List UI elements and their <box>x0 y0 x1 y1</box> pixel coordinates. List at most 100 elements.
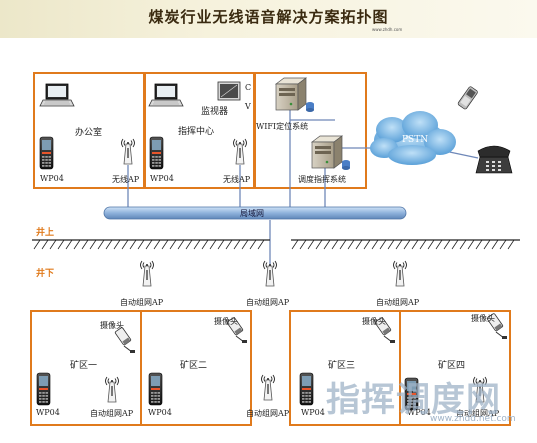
watermark-url: www.zhdd.net.com <box>430 414 516 424</box>
ground-hatch <box>41 239 49 250</box>
mine3-camera-label: 摄像头 <box>362 317 386 326</box>
ground-hatch <box>225 239 233 250</box>
ground-hatch <box>395 239 403 250</box>
mine1-label: 矿区一 <box>70 361 98 371</box>
mine2-camera-label: 摄像头 <box>214 317 238 326</box>
mine1-phone-icon <box>36 372 51 406</box>
office-label: 办公室 <box>75 128 103 138</box>
mine1-phone-model: WP04 <box>36 408 60 417</box>
desk-telephone-icon <box>475 145 513 174</box>
ground-hatch <box>97 239 105 250</box>
ground-hatch <box>427 239 435 250</box>
ground-hatch <box>105 239 113 250</box>
ground-hatch <box>33 239 41 250</box>
mine4-label: 矿区四 <box>438 361 466 371</box>
ground-hatch <box>257 239 265 250</box>
watermark-text: 指挥调度网 <box>326 380 501 420</box>
mine1-ap-label: 自动组网AP <box>90 409 134 418</box>
office-ap-label: 无线AP <box>112 175 140 184</box>
below-ground-label: 井下 <box>36 269 55 279</box>
monitor-label: 监视器 <box>201 107 229 117</box>
ground-hatch <box>137 239 145 250</box>
mine1-camera-icon <box>114 326 136 354</box>
auto-ap-right-icon <box>393 260 407 287</box>
ground-hatch <box>491 239 499 250</box>
mine1-camera-label: 摄像头 <box>100 321 124 330</box>
ground-hatch <box>451 239 459 250</box>
command-ap-label: 无线AP <box>223 175 251 184</box>
ground-hatch <box>153 239 161 250</box>
mobile-phone-icon <box>457 86 478 110</box>
dispatch-server-icon <box>311 135 351 171</box>
office-phone-icon <box>39 136 54 170</box>
ground-hatch <box>347 239 355 250</box>
mine2-phone-model: WP04 <box>148 408 172 417</box>
ground-hatch <box>411 239 419 250</box>
between-mines-ap-icon <box>261 374 275 401</box>
ground-hatch <box>177 239 185 250</box>
ground-hatch <box>121 239 129 250</box>
ground-hatch <box>387 239 395 250</box>
command-laptop-icon <box>148 83 184 107</box>
ground-hatch <box>291 239 299 250</box>
diagram-subtitle: www.zhdh.com <box>372 27 403 32</box>
auto-ap-center-icon <box>263 260 277 287</box>
mine1-ap-icon <box>105 376 119 403</box>
ground-hatch <box>185 239 193 250</box>
mine2-label: 矿区二 <box>180 361 208 371</box>
ground-hatch <box>193 239 201 250</box>
office-laptop-icon <box>39 83 75 107</box>
ground-hatch <box>403 239 411 250</box>
mine4-camera-label: 摄像头 <box>471 314 495 323</box>
ground-hatch <box>379 239 387 250</box>
ground-hatch <box>499 239 507 250</box>
ground-hatch <box>307 239 315 250</box>
ground-hatch <box>81 239 89 250</box>
ground-hatch <box>475 239 483 250</box>
command-phone-model: WP04 <box>150 174 174 183</box>
above-ground-label: 井上 <box>36 228 55 238</box>
auto-ap-left-label: 自动组网AP <box>120 298 164 307</box>
ground-hatch <box>435 239 443 250</box>
mine3-phone-icon <box>299 372 314 406</box>
between-mines-ap-label: 自动组网AP <box>246 409 290 418</box>
ground-hatch <box>65 239 73 250</box>
dispatch-system-label: 调度指挥系统 <box>298 175 346 184</box>
ground-hatch <box>113 239 121 250</box>
ground-hatch <box>233 239 241 250</box>
command-ap-icon <box>233 138 247 165</box>
command-center-label: 指挥中心 <box>178 127 215 137</box>
ground-hatch <box>161 239 169 250</box>
pstn-label: PSTN <box>402 135 429 145</box>
ground-hatch <box>169 239 177 250</box>
cv-label: C V <box>245 83 252 111</box>
lan-label: 局域网 <box>240 209 264 218</box>
ground-hatch <box>443 239 451 250</box>
ground-hatch <box>363 239 371 250</box>
ground-hatch <box>249 239 257 250</box>
command-phone-icon <box>149 136 164 170</box>
auto-ap-center-label: 自动组网AP <box>246 298 290 307</box>
monitor-icon <box>217 81 241 101</box>
ground-hatch <box>331 239 339 250</box>
ground-hatch <box>241 239 249 250</box>
ground-hatch <box>315 239 323 250</box>
ground-hatch <box>57 239 65 250</box>
wifi-system-label: WIFI定位系统 <box>256 122 309 131</box>
ground-hatch <box>459 239 467 250</box>
title-banner <box>0 0 537 38</box>
mine4-box <box>399 310 511 426</box>
ground-hatch <box>49 239 57 250</box>
mine2-box <box>140 310 252 426</box>
lan-bar <box>103 206 407 220</box>
ground-hatch <box>89 239 97 250</box>
auto-ap-right-label: 自动组网AP <box>376 298 420 307</box>
ground-hatch <box>217 239 225 250</box>
ground-hatch <box>73 239 81 250</box>
ground-hatch <box>201 239 209 250</box>
ground-hatch <box>339 239 347 250</box>
mine4-ap-label: 自动组网AP <box>456 409 500 418</box>
ground-hatch <box>145 239 153 250</box>
ground-hatch <box>419 239 427 250</box>
